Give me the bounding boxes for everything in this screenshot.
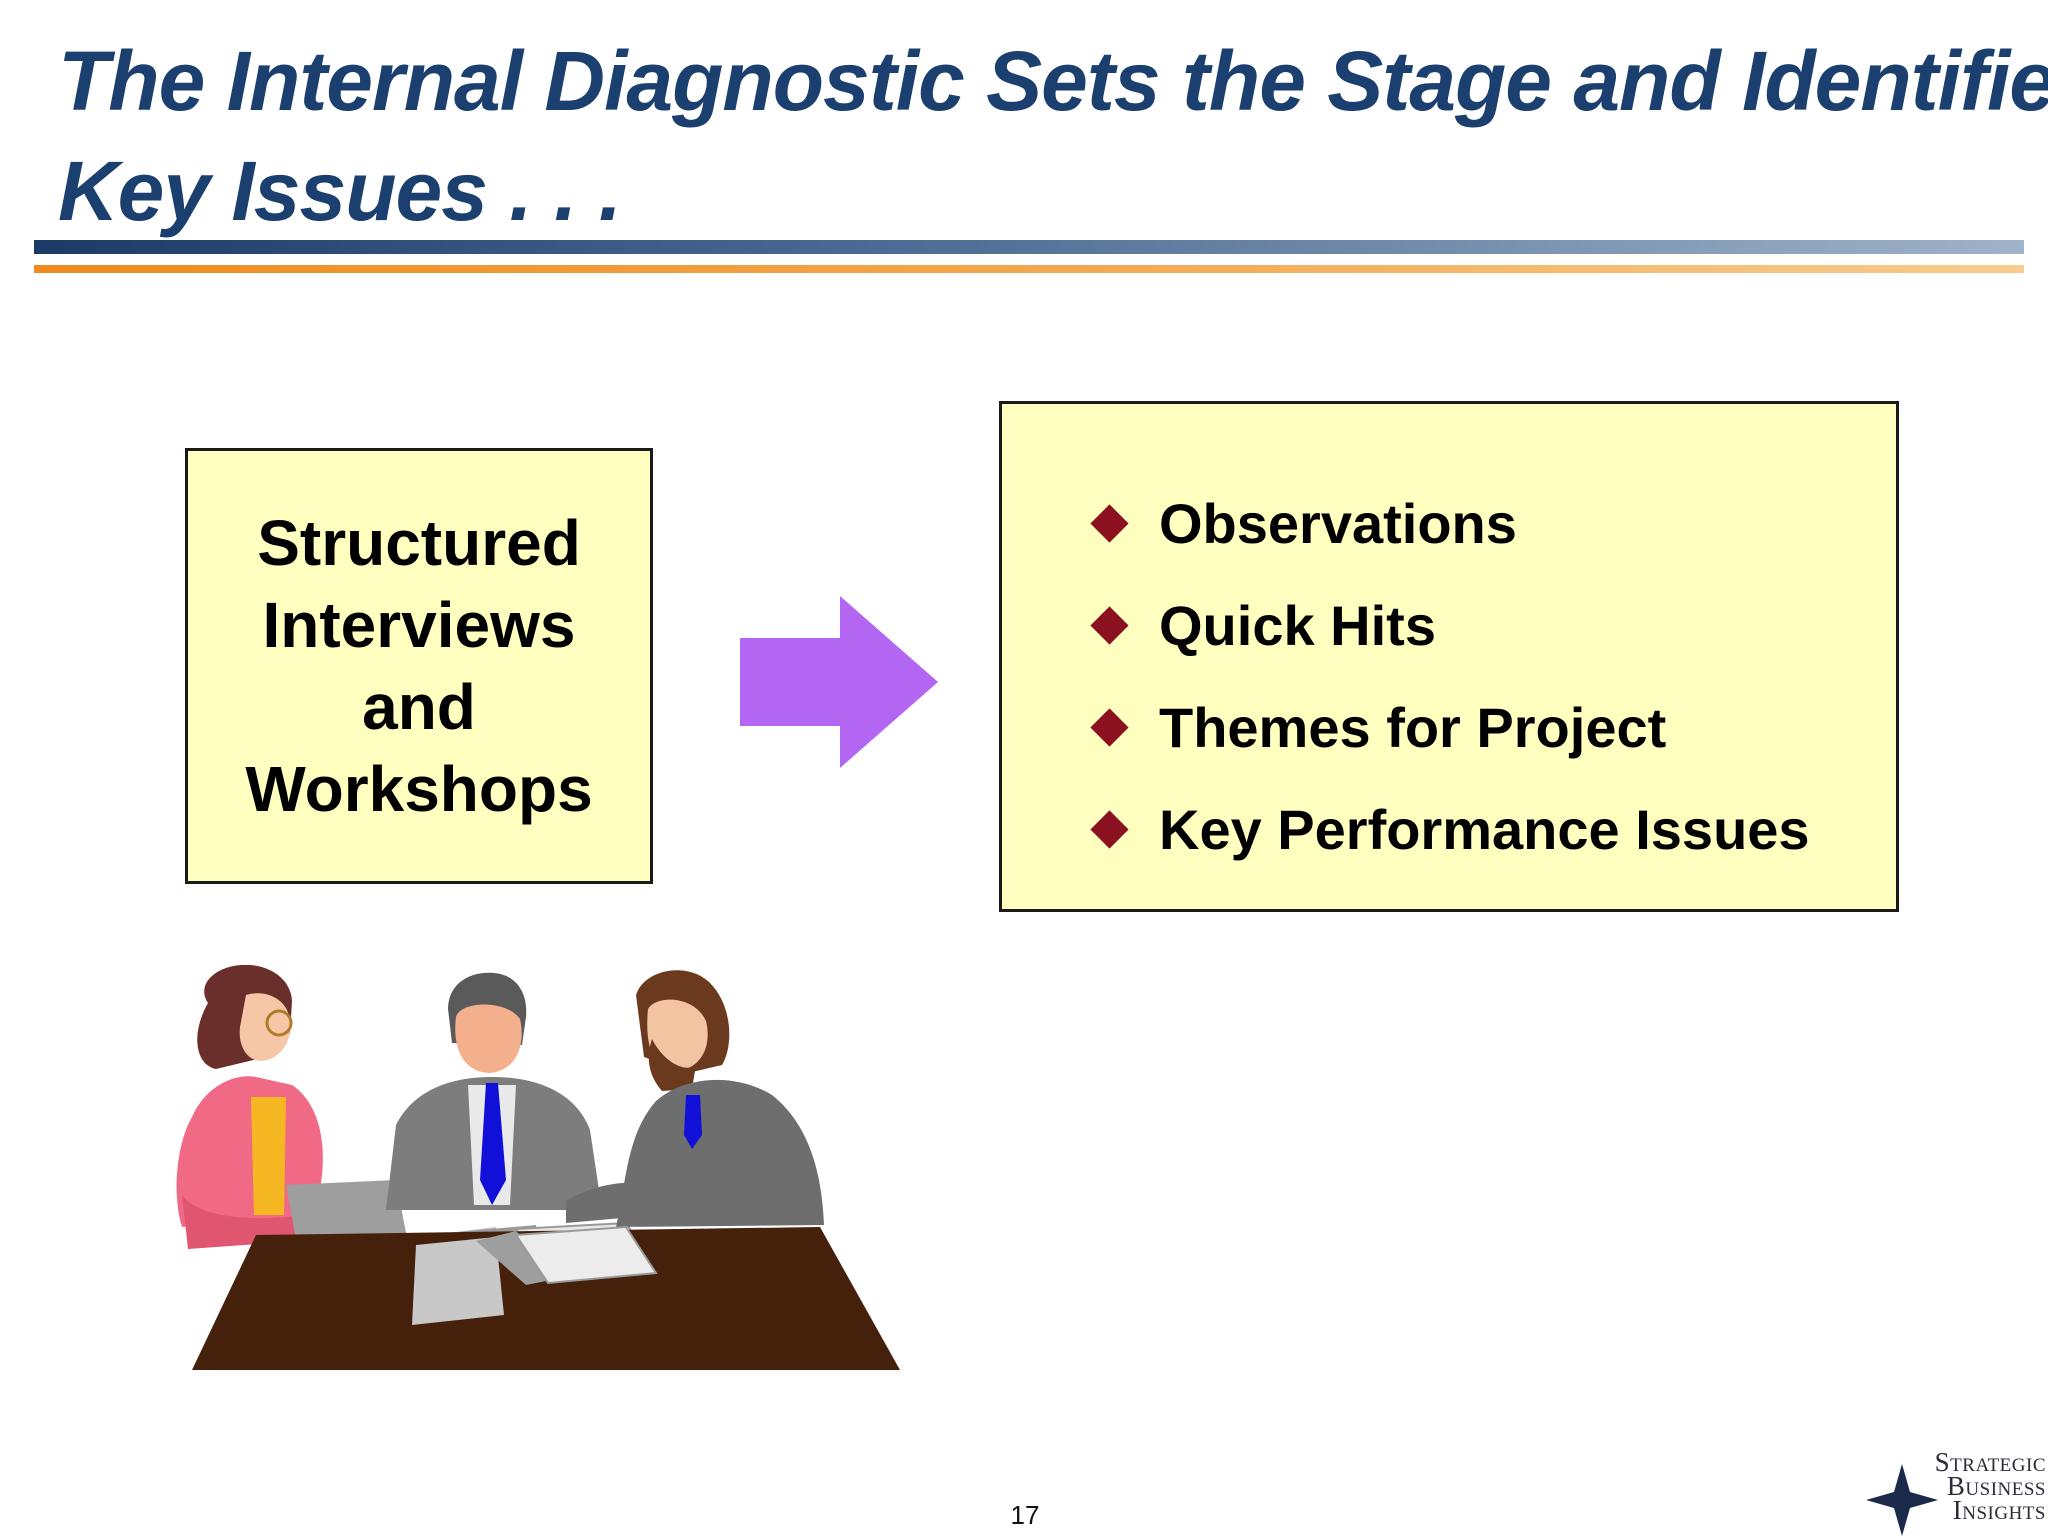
outcome-item: Observations [1090, 472, 1810, 574]
interviews-box-line: Workshops [245, 753, 593, 825]
outcomes-box: Observations Quick Hits Themes for Proje… [999, 401, 1899, 912]
outcome-label: Key Performance Issues [1159, 797, 1810, 861]
outcome-label: Observations [1159, 491, 1517, 555]
outcome-label: Quick Hits [1159, 593, 1436, 657]
outcome-label: Themes for Project [1159, 695, 1667, 759]
company-logo: Strategic Business Insights [1866, 1447, 2046, 1536]
interviews-box: Structured Interviews and Workshops [185, 448, 653, 884]
diamond-bullet-icon [1090, 707, 1129, 747]
slide-title-line-1: The Internal Diagnostic Sets the Stage a… [58, 34, 2048, 128]
interviews-box-line: Structured [257, 507, 581, 579]
star-logo-icon [1866, 1464, 1938, 1536]
logo-line: Strategic [1934, 1447, 2046, 1477]
right-arrow-icon [740, 596, 938, 768]
title-divider-blue [34, 240, 2024, 254]
diamond-bullet-icon [1090, 605, 1129, 645]
title-divider-orange [34, 265, 2024, 273]
outcome-item: Quick Hits [1090, 574, 1810, 676]
outcomes-list: Observations Quick Hits Themes for Proje… [1090, 472, 1810, 880]
slide-title: The Internal Diagnostic Sets the Stage a… [58, 26, 2048, 246]
page-number: 17 [1010, 1500, 1040, 1530]
meeting-clipart-icon [176, 965, 900, 1370]
logo-line: Insights [1952, 1495, 2046, 1525]
logo-line: Business [1946, 1471, 2046, 1501]
diamond-bullet-icon [1090, 503, 1129, 543]
outcome-item: Key Performance Issues [1090, 778, 1810, 880]
outcome-item: Themes for Project [1090, 676, 1810, 778]
diamond-bullet-icon [1090, 809, 1129, 849]
slide-title-line-2: Key Issues . . . [58, 144, 622, 238]
interviews-box-line: and [362, 671, 476, 743]
logo-wordmark: Strategic Business Insights [1918, 1447, 2046, 1525]
interviews-box-line: Interviews [262, 589, 576, 661]
